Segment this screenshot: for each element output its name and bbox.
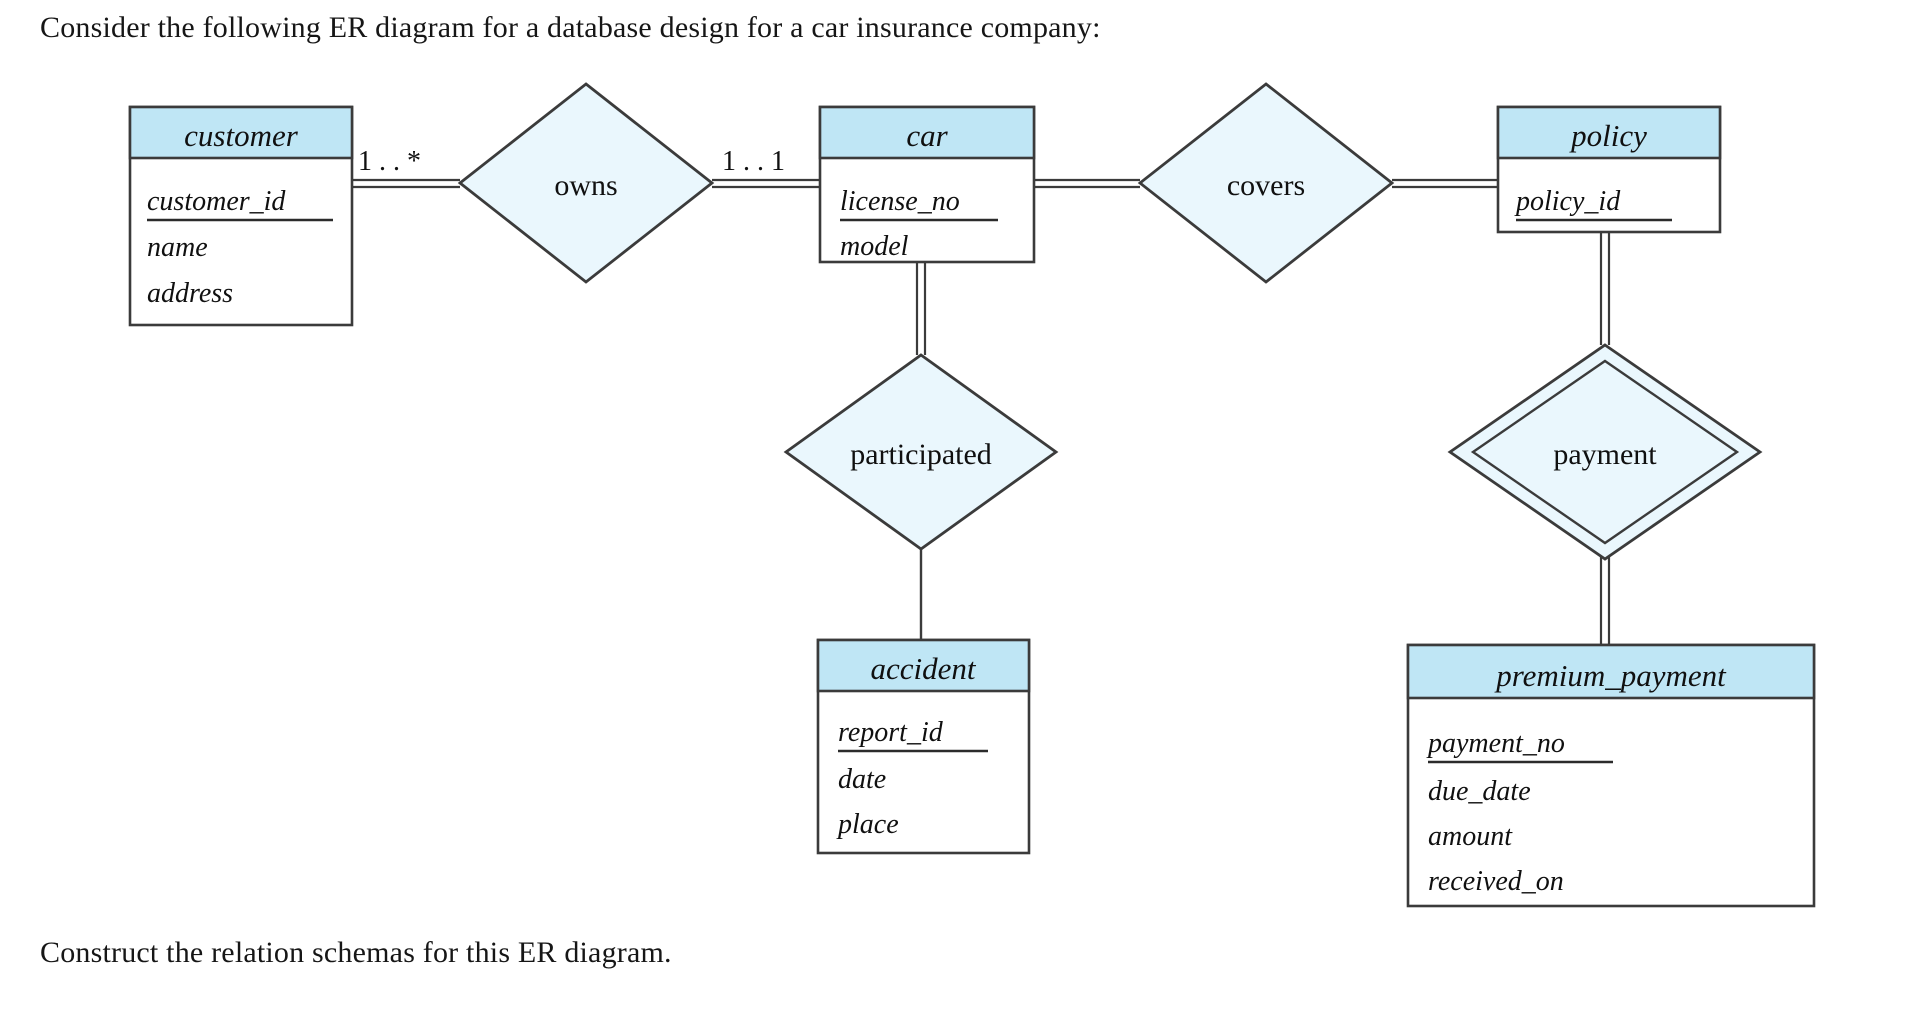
relationship-participated-label: participated [850,438,992,471]
edge-policy-payment [1599,232,1611,345]
edge-car-participated [915,262,927,355]
relationship-covers[interactable]: covers [1137,82,1395,284]
edge-car-covers [1034,178,1140,189]
entity-accident-attr-date: date [838,764,886,795]
edge-customer-owns [352,178,460,189]
entity-accident-title: accident [870,651,976,686]
relationship-payment-label: payment [1553,438,1657,471]
entity-premium-payment-attr-payment_no: payment_no [1426,728,1565,759]
entity-premium-payment-attr-amount: amount [1428,821,1513,852]
entity-car-attr-model: model [840,231,909,262]
entity-car-attr-license_no: license_no [840,186,960,217]
entity-customer-attr-address: address [147,278,233,309]
edge-owns-car [712,178,820,189]
entity-policy[interactable]: policy policy_id [1496,105,1722,234]
entity-premium-payment-attr-received_on: received_on [1428,866,1564,897]
entity-accident-attr-report_id: report_id [838,717,944,748]
entity-car[interactable]: car license_no model [818,105,1036,264]
relationship-owns[interactable]: owns [457,82,715,284]
edge-covers-policy [1392,178,1498,189]
cardinality-customer-owns: 1 . . * [358,146,421,177]
entity-accident-attr-place: place [836,809,899,840]
entity-customer[interactable]: customer customer_id name address [128,105,354,327]
relationship-participated[interactable]: participated [783,353,1059,551]
entity-premium-payment-attr-due_date: due_date [1428,776,1531,807]
relationship-covers-label: covers [1227,169,1305,202]
entity-premium-payment[interactable]: premium_payment payment_no due_date amou… [1406,643,1816,908]
entity-policy-title: policy [1569,118,1647,153]
question-prompt-top: Consider the following ER diagram for a … [40,11,1101,44]
entity-premium-payment-title: premium_payment [1494,658,1727,693]
relationship-payment[interactable]: payment [1447,343,1763,561]
cardinality-owns-car: 1 . . 1 [722,146,785,177]
entity-policy-attr-policy_id: policy_id [1514,186,1621,217]
entity-customer-attr-name: name [147,232,208,263]
entity-accident[interactable]: accident report_id date place [816,638,1031,855]
question-prompt-bottom: Construct the relation schemas for this … [40,936,672,969]
entity-customer-attr-customer_id: customer_id [147,186,286,217]
entity-car-title: car [906,118,948,153]
relationship-owns-label: owns [554,169,617,202]
edge-payment-premium-payment [1599,555,1611,645]
entity-customer-title: customer [184,118,299,153]
